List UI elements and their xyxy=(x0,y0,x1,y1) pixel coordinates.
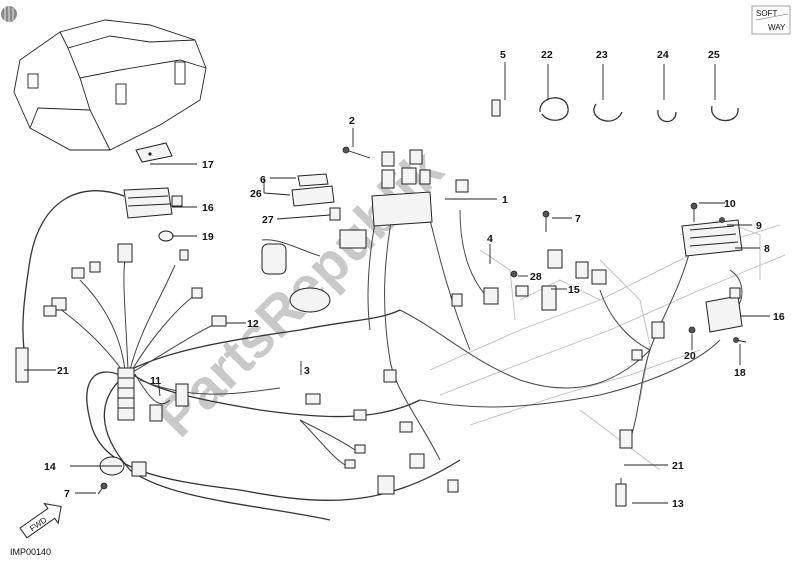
callout-labels: 1 2 3 4 5 6 7 7 8 9 10 11 12 13 14 15 16… xyxy=(44,49,785,510)
callout-3: 3 xyxy=(304,365,310,377)
leader-lines xyxy=(24,62,770,504)
callout-22: 22 xyxy=(541,49,553,61)
callout-16-right: 16 xyxy=(773,311,785,323)
corner-marker-icon xyxy=(1,6,17,22)
ghost-frame xyxy=(429,219,786,471)
callout-1: 1 xyxy=(502,194,508,206)
ignition-coil xyxy=(123,187,183,219)
callout-14: 14 xyxy=(44,461,56,473)
callout-10: 10 xyxy=(724,198,736,210)
callout-11: 11 xyxy=(150,375,161,387)
callout-2: 2 xyxy=(349,115,355,127)
callout-12: 12 xyxy=(247,318,259,330)
callout-7-bottom: 7 xyxy=(64,488,70,500)
harness-sleeve xyxy=(117,367,135,421)
clamp-24 xyxy=(657,109,677,123)
starter-solenoid xyxy=(261,229,367,313)
callout-21-right: 21 xyxy=(672,460,684,472)
callout-4: 4 xyxy=(487,233,493,245)
callout-13: 13 xyxy=(672,498,684,510)
logo-line1: SOFT xyxy=(756,9,777,18)
connectors xyxy=(15,243,665,495)
voltage-regulator xyxy=(681,202,743,257)
coil-bracket xyxy=(135,142,173,163)
fuse-holder xyxy=(291,173,335,207)
callout-19: 19 xyxy=(202,231,214,243)
callout-16-left: 16 xyxy=(202,202,214,214)
fuse-clip xyxy=(329,207,341,221)
callout-26: 26 xyxy=(250,188,262,200)
callout-5: 5 xyxy=(500,49,506,61)
fwd-arrow-icon: FWD xyxy=(19,502,62,539)
clamp-22 xyxy=(539,97,569,121)
bolts xyxy=(97,146,747,495)
callout-27: 27 xyxy=(262,214,274,226)
callout-9: 9 xyxy=(756,220,762,232)
callout-8: 8 xyxy=(764,243,770,255)
sensor-13 xyxy=(615,478,627,507)
softway-logo: SOFT WAY xyxy=(751,5,791,35)
logo-line2: WAY xyxy=(768,23,786,32)
callout-20: 20 xyxy=(684,350,696,362)
callout-21-left: 21 xyxy=(57,365,69,377)
clamp-23 xyxy=(593,103,623,122)
callout-15: 15 xyxy=(568,284,580,296)
callout-24: 24 xyxy=(657,49,669,61)
callout-17: 17 xyxy=(202,159,214,171)
callout-7-top: 7 xyxy=(575,213,581,225)
clamp-25 xyxy=(711,105,739,122)
callout-23: 23 xyxy=(596,49,608,61)
callout-28: 28 xyxy=(530,271,542,283)
grommet xyxy=(158,230,174,242)
fuse-5 xyxy=(491,99,501,117)
fuse-box xyxy=(371,149,469,227)
rear-ignition-coil xyxy=(705,287,743,333)
footer-code: IMP00140 xyxy=(10,547,51,557)
callout-18: 18 xyxy=(734,367,746,379)
main-harness xyxy=(22,190,743,521)
battery-box xyxy=(13,19,207,151)
callout-25: 25 xyxy=(708,49,720,61)
callout-6: 6 xyxy=(260,174,266,186)
